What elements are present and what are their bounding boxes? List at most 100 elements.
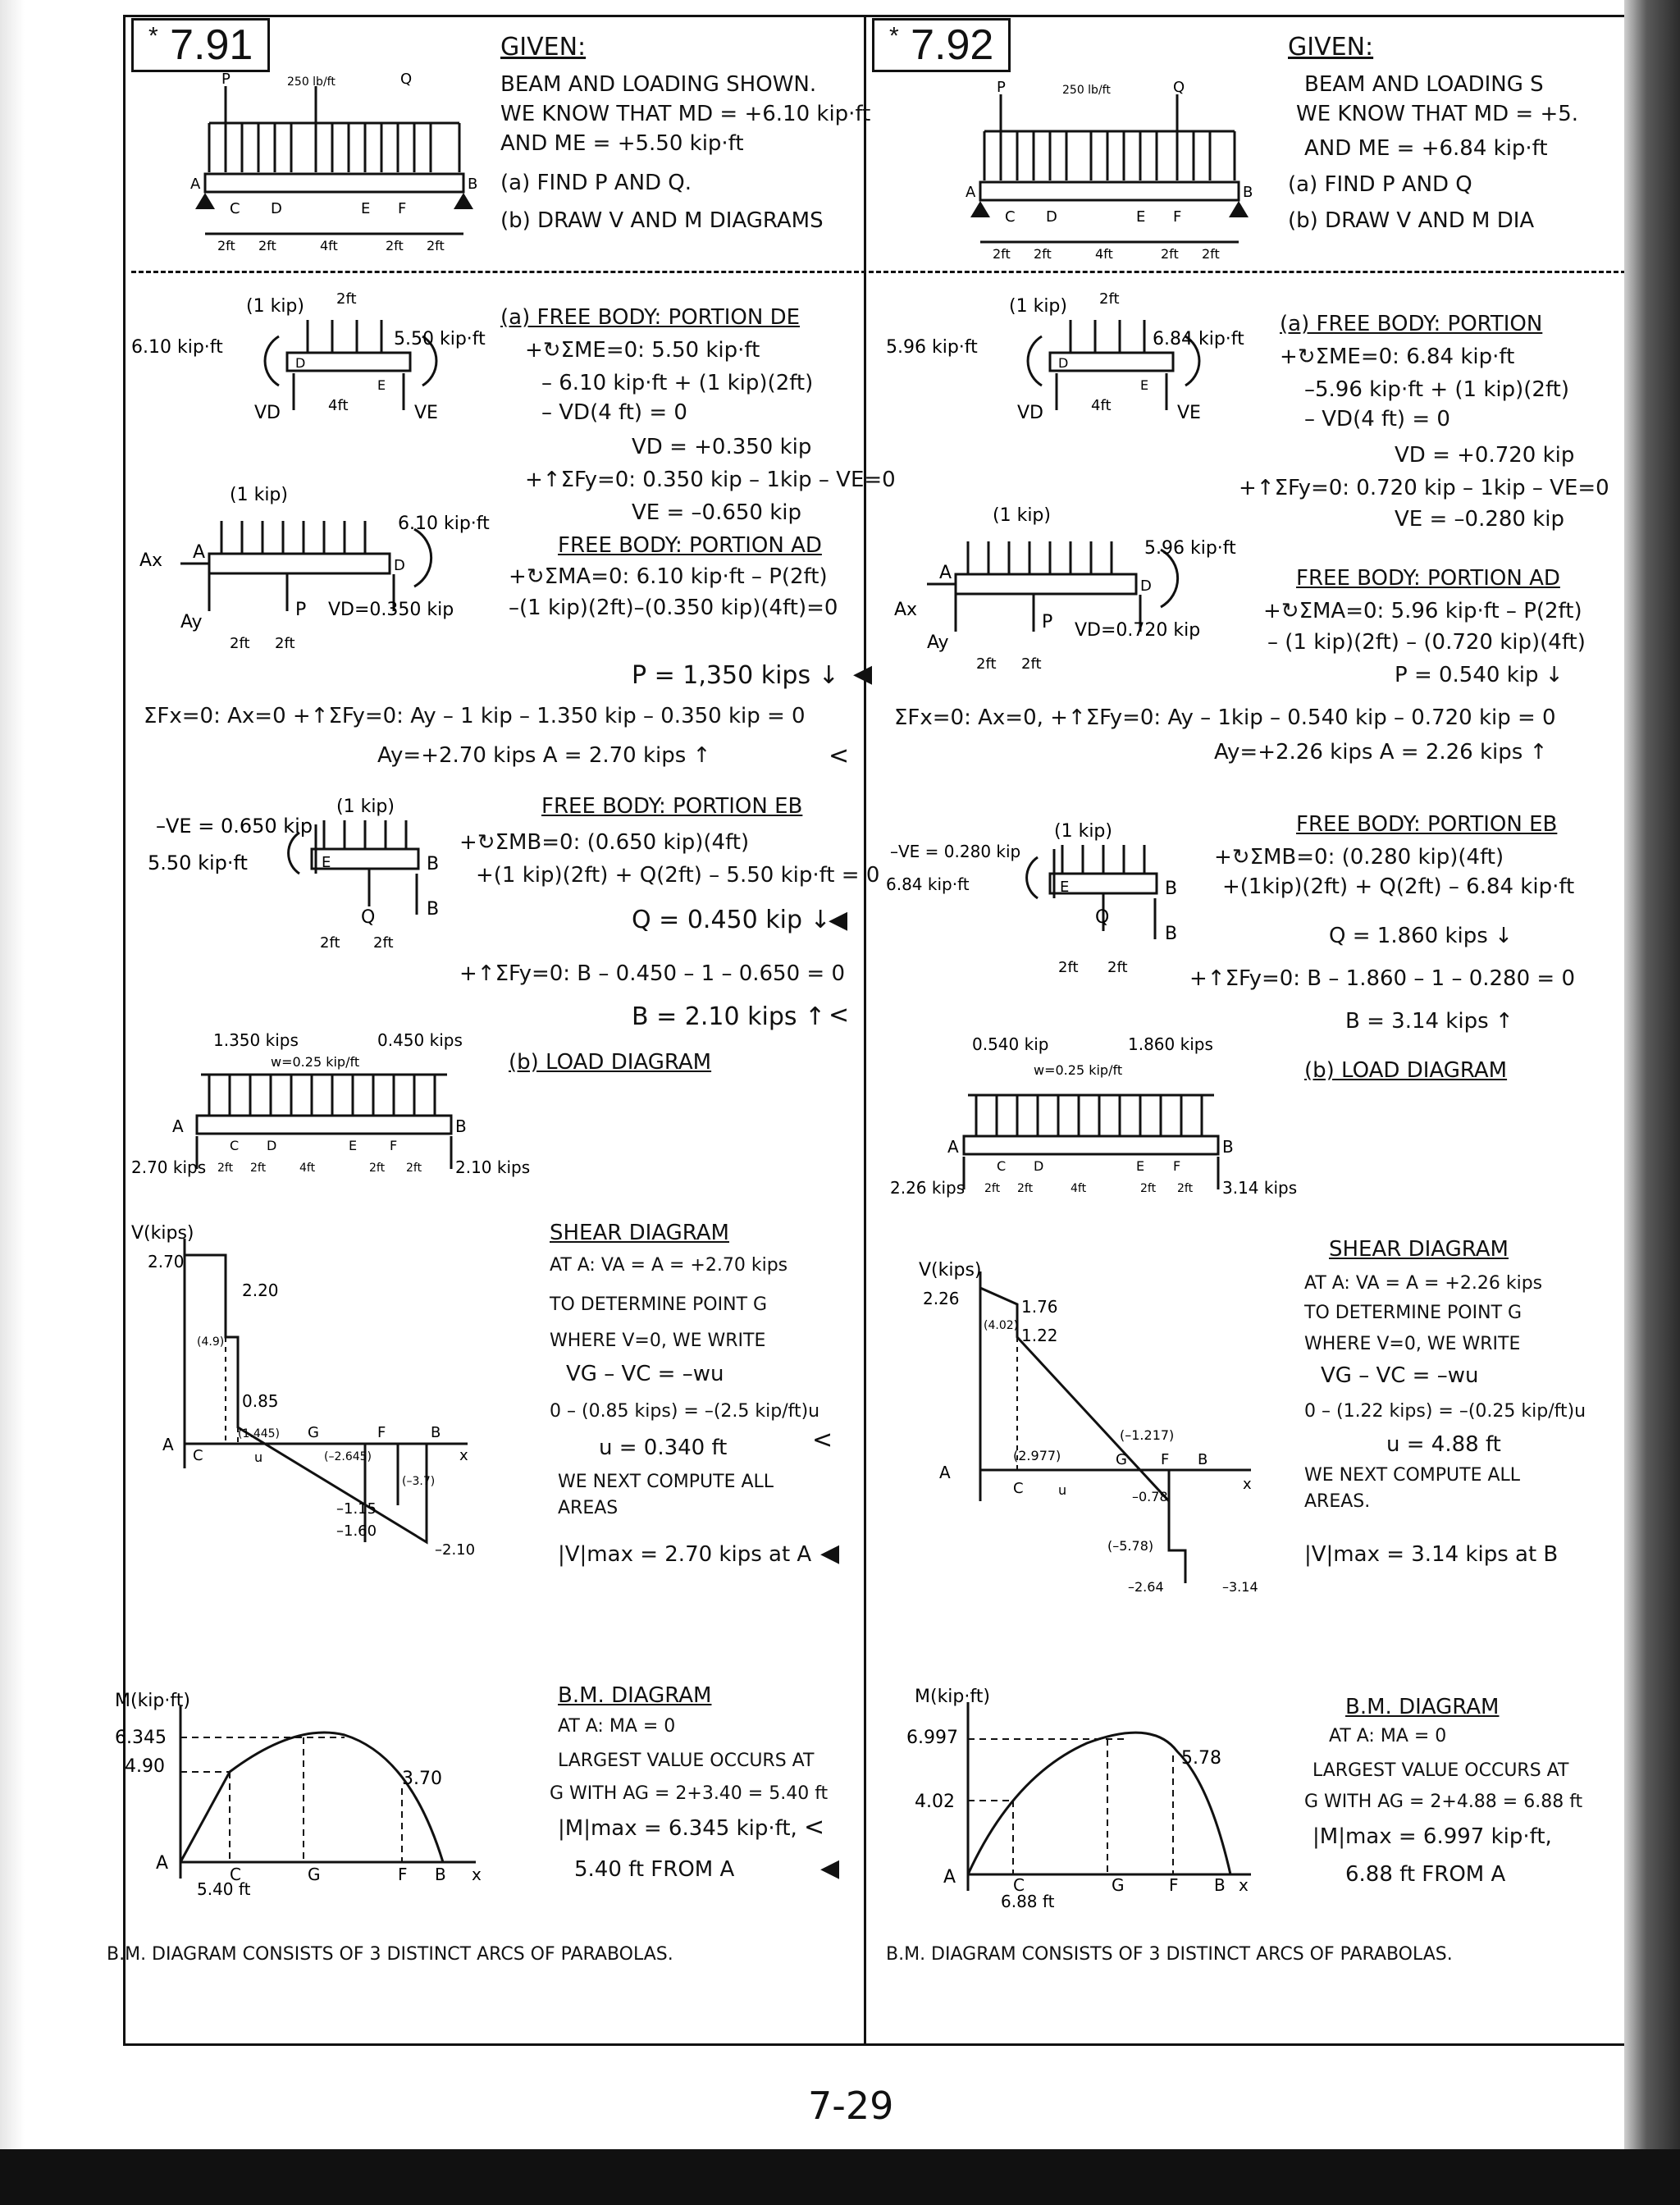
load-791-rb: 2.10 kips xyxy=(455,1157,530,1177)
fbd-eb-sketch-791: (1 kip) –VE = 0.650 kip 5.50 kip·ft E B … xyxy=(148,797,439,952)
shear-line-792-5: 0 – (1.22 kips) = –(0.25 kip/ft)u xyxy=(1304,1401,1586,1422)
fbd-ad-791-md: 6.10 kip·ft xyxy=(398,514,490,534)
given-line-791-1: BEAM AND LOADING SHOWN. xyxy=(500,72,817,97)
load-792-p: 0.540 kip xyxy=(972,1034,1048,1054)
shear-val-791-4: (1.445) xyxy=(238,1427,280,1440)
fbd-eb-792-me: 6.84 kip·ft xyxy=(886,874,970,894)
beam-dim-792-3: 4ft xyxy=(1095,246,1113,262)
given-line-792-3: AND ME = +6.84 kip·ft xyxy=(1304,136,1548,161)
fbd-de-line-791-3: – VD(4 ft) = 0 xyxy=(541,400,687,425)
moment-line-792-2: LARGEST VALUE OCCURS AT xyxy=(1312,1760,1569,1781)
shear-line-791-8: AREAS xyxy=(558,1498,619,1518)
load-791-d4: 2ft xyxy=(369,1162,386,1175)
load-791-d2: 2ft xyxy=(250,1162,267,1175)
fbd-de-791-kip: (1 kip) xyxy=(246,296,304,317)
moment-val-792-4: 6.88 ft xyxy=(1001,1892,1055,1911)
shear-line-791-3: WHERE V=0, WE WRITE xyxy=(550,1331,766,1351)
section-divider xyxy=(131,271,1641,273)
fbd-ad-792-2ft-1: 2ft xyxy=(976,655,997,673)
shear-line-791-1: AT A: VA = A = +2.70 kips xyxy=(550,1255,788,1276)
fbd-de-line-792-2: –5.96 kip·ft + (1 kip)(2ft) xyxy=(1304,377,1570,402)
shear-line-792-6: u = 4.88 ft xyxy=(1386,1432,1501,1457)
fbd-ad-791-d: D xyxy=(394,557,405,574)
fbd-ad-792-kip: (1 kip) xyxy=(993,505,1051,526)
fbd-ad-792-md: 5.96 kip·ft xyxy=(1144,538,1236,559)
moment-line-791-1: AT A: MA = 0 xyxy=(558,1716,676,1737)
given-line-791-3: AND ME = +5.50 kip·ft xyxy=(500,131,744,156)
shear-val-792-2: 1.76 xyxy=(1021,1297,1058,1317)
fbd-eb-line-792-1: +↻ΣMB=0: (0.280 kip)(4ft) xyxy=(1214,845,1504,870)
shear-line-791-9: |V|max = 2.70 kips at A xyxy=(558,1542,812,1567)
footer-792: B.M. DIAGRAM CONSISTS OF 3 DISTINCT ARCS… xyxy=(886,1944,1453,1965)
shear-pt-791-a: A xyxy=(162,1435,174,1454)
fbd-eb-791-b2: B xyxy=(427,899,439,920)
moment-line-791-3: G WITH AG = 2+3.40 = 5.40 ft xyxy=(550,1783,829,1804)
fbd-eb-line-791-3: Q = 0.450 kip ↓ xyxy=(632,906,831,934)
load-791-d: D xyxy=(267,1138,276,1153)
shear-val-792-7: –0.78 xyxy=(1132,1489,1168,1504)
load-792-e: E xyxy=(1136,1158,1144,1174)
fbd-eb-792-e: E xyxy=(1060,879,1069,896)
fbd-ad-792-2ft-2: 2ft xyxy=(1021,655,1042,673)
load-791-w: w=0.25 kip/ft xyxy=(271,1054,359,1070)
given-line-791-5: (b) DRAW V AND M DIAGRAMS xyxy=(500,208,824,233)
moment-diagram-792: M(kip·ft) 6.997 4.02 5.78 6.88 ft A C G … xyxy=(906,1687,1251,1911)
fbd-de-line-791-1: +↻ΣME=0: 5.50 kip·ft xyxy=(525,338,760,363)
moment-line-792-5: 6.88 ft FROM A xyxy=(1345,1862,1506,1887)
moment-pt-791-a: A xyxy=(156,1853,168,1874)
fbd-eb-791-q: Q xyxy=(361,907,375,928)
fbd-ad-line-791-3: P = 1,350 kips ↓ xyxy=(632,661,839,690)
load-792-b: B xyxy=(1222,1137,1234,1157)
moment-pt-791-g: G xyxy=(308,1865,321,1884)
fbd-ad-line-792-3: P = 0.540 kip ↓ xyxy=(1395,663,1564,687)
answer-marker-m2-791: ◀ xyxy=(820,1854,840,1883)
scan-left-shadow xyxy=(0,0,25,2205)
beam-label-791-b: B xyxy=(468,176,477,193)
answer-marker-p-791: ◀ xyxy=(853,660,873,688)
moment-axis-792: M(kip·ft) xyxy=(915,1687,990,1707)
fbd-ad-line-791-2: –(1 kip)(2ft)–(0.350 kip)(4ft)=0 xyxy=(509,596,838,620)
beam-label-791-p: P xyxy=(221,71,231,88)
fbd-eb-791-ve: –VE = 0.650 kip xyxy=(156,815,313,838)
fbd-de-792-d: D xyxy=(1058,355,1068,371)
load-792-q: 1.860 kips xyxy=(1128,1034,1213,1054)
shear-val-791-5: (–2.645) xyxy=(324,1450,372,1463)
load-792-f: F xyxy=(1173,1158,1180,1174)
given-title-792: GIVEN: xyxy=(1288,33,1374,62)
sum-line-792: ΣFx=0: Ax=0, +↑ΣFy=0: Ay – 1kip – 0.540 … xyxy=(894,705,1556,730)
fbd-eb-791-b: B xyxy=(427,854,439,874)
scan-right-edge-shadow xyxy=(1624,0,1680,2205)
load-791-p: 1.350 kips xyxy=(213,1030,299,1050)
fbd-de-792-md: 5.96 kip·ft xyxy=(886,337,978,358)
moment-axis-791: M(kip·ft) xyxy=(115,1691,190,1711)
fbd-de-line-792-3: – VD(4 ft) = 0 xyxy=(1304,407,1450,431)
fbd-eb-line-791-1: +↻ΣMB=0: (0.650 kip)(4ft) xyxy=(459,830,750,855)
load-791-d5: 2ft xyxy=(406,1162,422,1175)
shear-line-792-4: VG – VC = –wu xyxy=(1321,1363,1479,1388)
fbd-eb-791-me: 5.50 kip·ft xyxy=(148,851,248,874)
scan-bottom-bar xyxy=(0,2149,1680,2205)
fbd-eb-line-791-4: +↑ΣFy=0: B – 0.450 – 1 – 0.650 = 0 xyxy=(459,961,845,986)
shear-val-792-6: (–1.217) xyxy=(1120,1427,1174,1443)
fbd-eb-line-792-2: +(1kip)(2ft) + Q(2ft) – 6.84 kip·ft xyxy=(1222,874,1575,899)
moment-val-791-3: 3.70 xyxy=(402,1769,442,1789)
shear-diagram-792: V(kips) 2.26 1.76 1.22 (4.02) (2.977) (–… xyxy=(919,1260,1258,1595)
fbd-eb-title-791: FREE BODY: PORTION EB xyxy=(541,794,803,819)
moment-val-792-1: 6.997 xyxy=(906,1728,958,1748)
load-791-d1: 2ft xyxy=(217,1162,234,1175)
fbd-ad-792-a: A xyxy=(939,563,952,583)
fbd-de-line-792-1: +↻ΣME=0: 6.84 kip·ft xyxy=(1280,345,1515,369)
load-791-q: 0.450 kips xyxy=(377,1030,463,1050)
given-line-791-2: WE KNOW THAT MD = +6.10 kip·ft xyxy=(500,102,871,126)
fbd-ad-791-a: A xyxy=(193,542,205,563)
fbd-eb-792-2ft-2: 2ft xyxy=(1107,959,1128,976)
beam-label-791-c: C xyxy=(230,200,240,217)
moment-pt-792-g: G xyxy=(1112,1875,1125,1895)
shear-pt-792-x: x xyxy=(1243,1476,1252,1493)
fbd-de-line-791-5: +↑ΣFy=0: 0.350 kip – 1kip – VE=0 xyxy=(525,468,896,492)
moment-pt-791-c: C xyxy=(230,1865,241,1884)
load-791-e: E xyxy=(349,1138,357,1153)
moment-line-791-5: 5.40 ft FROM A xyxy=(574,1857,735,1882)
moment-line-792-1: AT A: MA = 0 xyxy=(1329,1726,1447,1746)
beam-dim-791-5: 2ft xyxy=(427,238,445,253)
